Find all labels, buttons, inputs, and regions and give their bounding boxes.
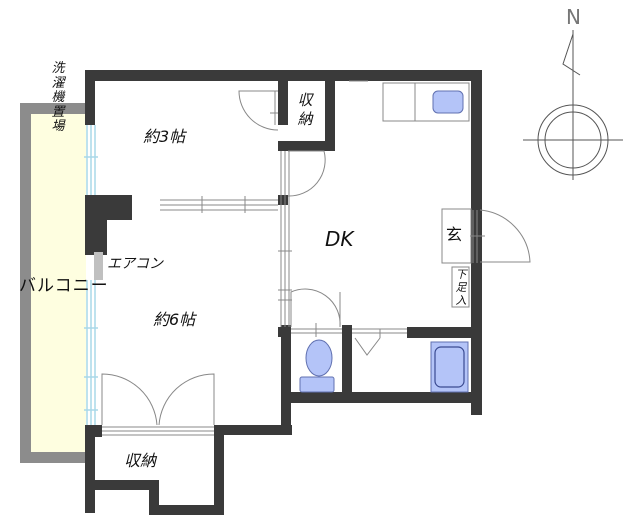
balcony: [20, 103, 86, 463]
shoe-box-char: 入: [455, 294, 467, 308]
room-6-jo-label: 約6帖: [153, 310, 196, 329]
closet-top-char: 納: [297, 109, 313, 128]
balcony-label: バルコニー: [19, 276, 109, 296]
closet-top-label: 収 納: [293, 91, 317, 129]
closet-top-char: 収: [297, 91, 313, 109]
room-3-jo-label: 約3帖: [143, 127, 186, 146]
windows: [84, 125, 98, 425]
toilet-bowl: [305, 339, 333, 377]
laundry-area-label: 洗 濯 機 置 場: [50, 61, 66, 135]
fixtures: [299, 90, 469, 393]
laundry-char: 場: [51, 119, 65, 135]
shoe-box-label: 下 足 入: [453, 268, 469, 308]
shoe-box-char: 下: [455, 268, 467, 281]
closet-bottom-label: 収納: [124, 451, 157, 470]
dk-label: DK: [325, 227, 354, 251]
toilet-tank: [299, 376, 335, 393]
entrance-label: 玄: [446, 225, 463, 244]
aircon-unit: [94, 252, 103, 280]
compass-icon: [523, 30, 623, 180]
laundry-char: 濯: [51, 75, 65, 91]
laundry-char: 置: [51, 104, 65, 120]
kitchen-sink: [432, 90, 464, 114]
laundry-char: 機: [51, 90, 65, 106]
aircon-label: エアコン: [107, 256, 163, 272]
bathtub: [430, 341, 469, 393]
shoe-box-char: 足: [455, 281, 467, 295]
doors-and-partitions: [101, 80, 531, 436]
compass-north-label: N: [566, 5, 581, 29]
laundry-char: 洗: [51, 61, 65, 76]
